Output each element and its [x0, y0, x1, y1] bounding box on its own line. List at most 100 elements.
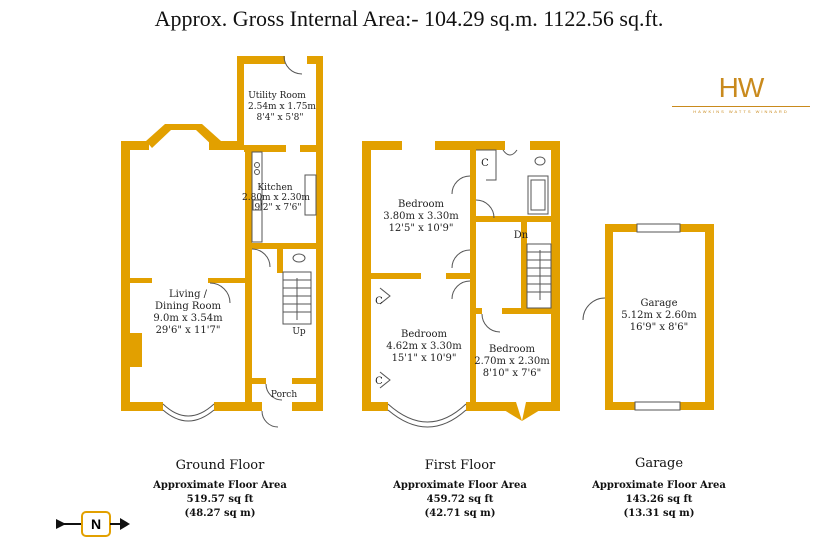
wc-top-wall [283, 243, 316, 249]
room-labels: Utility Room 2.54m x 1.75m 8'4" x 5'8" K… [153, 91, 697, 400]
hob-ring [254, 162, 260, 168]
bedroom2-dims-ft: 15'1" x 10'9" [392, 353, 457, 364]
ff-bay-small-l [504, 402, 522, 421]
gf-wc [292, 253, 306, 263]
ff-bed-divide-r [446, 273, 476, 279]
living-stub-r [208, 278, 245, 283]
bed3-top-wall [502, 308, 551, 314]
utility-bottom-wall [244, 145, 286, 152]
ff-top-wall-3 [530, 141, 560, 150]
first-floor-area-label: Approximate Floor Area [393, 480, 527, 491]
utility-name: Utility Room [248, 91, 306, 101]
hob-ring [254, 169, 260, 175]
compass: N [56, 511, 130, 537]
ff-bottom-m [466, 402, 510, 411]
bath-inner [530, 179, 546, 211]
gf-right-wall [316, 56, 323, 408]
bedroom1-dims-m: 3.80m x 3.30m [383, 211, 459, 222]
ff-bay-window-inner [387, 409, 467, 428]
garage-floor-sqft: 143.26 sq ft [625, 494, 693, 505]
first-floor-area: Approximate Floor Area 459.72 sq ft (42.… [370, 479, 550, 521]
garage-door [634, 401, 681, 411]
bedroom1-name: Bedroom [398, 199, 444, 210]
ff-center-wall [470, 150, 476, 410]
ff-right-wall [551, 141, 560, 411]
hall-wall-1 [252, 243, 282, 249]
living-dims-ft: 29'6" x 11'7" [156, 325, 221, 336]
basin [534, 156, 546, 166]
ff-bed-divide-l [371, 273, 421, 279]
living-dims-m: 9.0m x 3.54m [153, 313, 223, 324]
ff-left-wall [362, 141, 371, 411]
gf-top-wall-right [209, 141, 242, 150]
bedroom1-dims-ft: 12'5" x 10'9" [389, 223, 454, 234]
logo-initials: HW [718, 72, 765, 103]
gf-stairs [282, 271, 312, 325]
ff-bay-window [387, 403, 467, 423]
gf-left-wall [121, 141, 130, 411]
ff-bay-small-r [522, 402, 540, 421]
garage-name: Garage [640, 298, 677, 309]
chimney-breast [130, 333, 142, 367]
ff-bottom-l [362, 402, 388, 411]
bed1-door-arc [451, 175, 471, 195]
garage-floor-name: Garage [634, 456, 684, 471]
gf-dividing-wall [245, 150, 252, 408]
porch-bottom-r [292, 402, 323, 411]
living-name-2: Dining Room [155, 301, 221, 312]
fixtures [162, 55, 681, 428]
garage-floor-area: Approximate Floor Area 143.26 sq ft (13.… [569, 479, 749, 521]
ground-floor-area: Approximate Floor Area 519.57 sq ft (48.… [130, 479, 310, 521]
garage-right-wall [705, 224, 714, 410]
kitchen-counter-right [304, 174, 317, 216]
gf-bay-window [162, 403, 215, 417]
logo-subtitle: HAWKINS WATTS WINNARD [672, 106, 810, 114]
ff-top-wall-2 [435, 141, 505, 150]
kitchen-dims-m: 2.80m x 2.30m [242, 193, 310, 203]
bath-bottom-wall [476, 216, 551, 222]
front-door-arc [261, 410, 279, 428]
agent-logo: HW HAWKINS WATTS WINNARD [672, 74, 810, 114]
gf-bay-top [165, 124, 202, 130]
kitchen-name: Kitchen [257, 183, 292, 193]
stairs-up-label: Up [292, 327, 306, 337]
compass-tail [56, 519, 66, 529]
garage-top-r [680, 224, 714, 232]
cupboard-label: C [375, 296, 383, 307]
gf-bay-window-inner [162, 409, 215, 422]
garage-left-wall [605, 224, 613, 410]
ground-floor-sqm: (48.27 sq m) [184, 508, 256, 519]
living-name-1: Living / [169, 289, 208, 300]
garage-side-door-arc [582, 297, 606, 321]
ff-top-wall-1 [362, 141, 402, 150]
garage-window [636, 223, 681, 233]
kitchen-dims-ft: 9'2" x 7'6" [255, 203, 302, 213]
cupboard-door [379, 371, 391, 389]
cupboard-outline [476, 149, 497, 181]
utility-top-wall-right [307, 56, 323, 64]
stairs-down-label: Dn [514, 230, 529, 241]
kitchen-counter [251, 151, 263, 243]
bedroom3-dims-m: 2.70m x 2.30m [474, 356, 550, 367]
bedroom3-dims-ft: 8'10" x 7'6" [483, 368, 542, 379]
first-floor-sqft: 459.72 sq ft [426, 494, 494, 505]
ground-floor-sqft: 519.57 sq ft [186, 494, 254, 505]
gf-bottom-wall-mid [214, 402, 254, 411]
garage-dims-m: 5.12m x 2.60m [621, 310, 697, 321]
garage-floor-area-label: Approximate Floor Area [592, 480, 726, 491]
compass-arrow-icon [120, 518, 130, 530]
first-floor-name: First Floor [424, 458, 496, 473]
bath-door-arc [475, 199, 495, 219]
wc-wall [277, 243, 283, 273]
garage-dims-ft: 16'9" x 8'6" [630, 322, 689, 333]
cupboard-label: C [481, 158, 489, 169]
compass-letter: N [91, 516, 101, 532]
utility-dims-m: 2.54m x 1.75m [248, 102, 316, 112]
garage-bottom-r [680, 402, 714, 410]
hall-door-arc [251, 248, 271, 268]
living-door-arc [209, 282, 231, 304]
ground-floor-area-label: Approximate Floor Area [153, 480, 287, 491]
utility-top-wall-left [237, 56, 285, 64]
cupboard-door [379, 287, 391, 305]
